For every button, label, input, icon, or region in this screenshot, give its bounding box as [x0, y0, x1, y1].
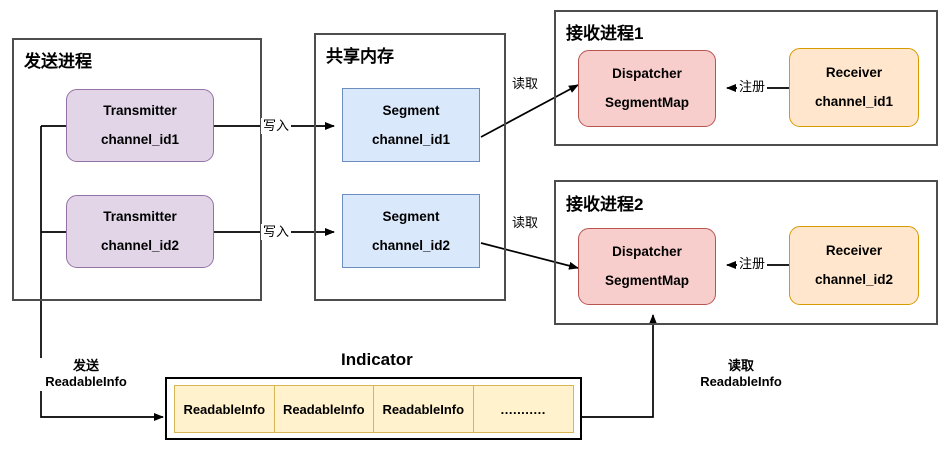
dispatcher-2-node[interactable]: Dispatcher SegmentMap: [578, 228, 716, 305]
shared-memory-title: 共享内存: [326, 47, 394, 66]
transmitter-2-line1: Transmitter: [103, 209, 177, 225]
segment-2-line2: channel_id2: [371, 237, 451, 253]
indicator-cell-ellipsis: ...........: [473, 386, 573, 432]
send-readableinfo-label: 发送 ReadableInfo: [24, 358, 148, 391]
indicator-cell-0[interactable]: ReadableInfo: [175, 386, 275, 432]
transmitter-1-node[interactable]: Transmitter channel_id1: [66, 89, 214, 162]
register-1-label: 注册: [737, 79, 768, 96]
receiver-2-line1: Receiver: [825, 243, 883, 259]
segment-1-line1: Segment: [382, 102, 440, 118]
dispatcher-2-line2: SegmentMap: [604, 273, 689, 288]
dispatcher-1-node[interactable]: Dispatcher SegmentMap: [578, 50, 716, 127]
receiver-2-line2: channel_id2: [814, 272, 894, 287]
read-readableinfo-label: 读取 ReadableInfo: [679, 358, 803, 391]
indicator-cell-1[interactable]: ReadableInfo: [274, 386, 374, 432]
read-1-label: 读取: [510, 76, 541, 93]
shared-memory-container: [314, 33, 506, 301]
send-readableinfo-line1: 发送: [72, 358, 99, 373]
segment-1-node[interactable]: Segment channel_id1: [342, 88, 480, 162]
send-process-title: 发送进程: [24, 52, 92, 71]
recv-process-1-title: 接收进程1: [566, 24, 644, 43]
segment-2-node[interactable]: Segment channel_id2: [342, 194, 480, 268]
segment-2-line1: Segment: [382, 208, 440, 224]
recv-process-2-title: 接收进程2: [566, 195, 644, 214]
read-readableinfo-line1: 读取: [727, 358, 754, 373]
read-2-label: 读取: [510, 215, 541, 232]
send-readableinfo-line2: ReadableInfo: [45, 374, 127, 390]
transmitter-2-line2: channel_id2: [100, 238, 180, 253]
indicator-cell-2[interactable]: ReadableInfo: [374, 386, 474, 432]
dispatcher-1-line2: SegmentMap: [604, 95, 689, 110]
send-process-container: [12, 38, 262, 301]
wire-read-readableinfo: [582, 314, 657, 418]
dispatcher-2-line1: Dispatcher: [612, 244, 682, 260]
transmitter-1-line1: Transmitter: [103, 103, 177, 119]
read-readableinfo-line2: ReadableInfo: [700, 374, 782, 390]
receiver-2-node[interactable]: Receiver channel_id2: [789, 226, 919, 305]
indicator-title: Indicator: [341, 350, 413, 369]
receiver-1-line1: Receiver: [825, 65, 883, 81]
indicator-cell-row: ReadableInfo ReadableInfo ReadableInfo .…: [174, 385, 574, 433]
dispatcher-1-line1: Dispatcher: [612, 66, 682, 82]
register-2-label: 注册: [737, 256, 768, 273]
receiver-1-line2: channel_id1: [814, 94, 894, 109]
segment-1-line2: channel_id1: [371, 131, 451, 147]
recv-process-2-container: [554, 180, 938, 325]
receiver-1-node[interactable]: Receiver channel_id1: [789, 48, 919, 127]
write-1-label: 写入: [261, 118, 292, 135]
transmitter-1-line2: channel_id1: [100, 132, 180, 147]
recv-process-1-container: [554, 10, 938, 146]
write-2-label: 写入: [261, 224, 292, 241]
transmitter-2-node[interactable]: Transmitter channel_id2: [66, 195, 214, 268]
